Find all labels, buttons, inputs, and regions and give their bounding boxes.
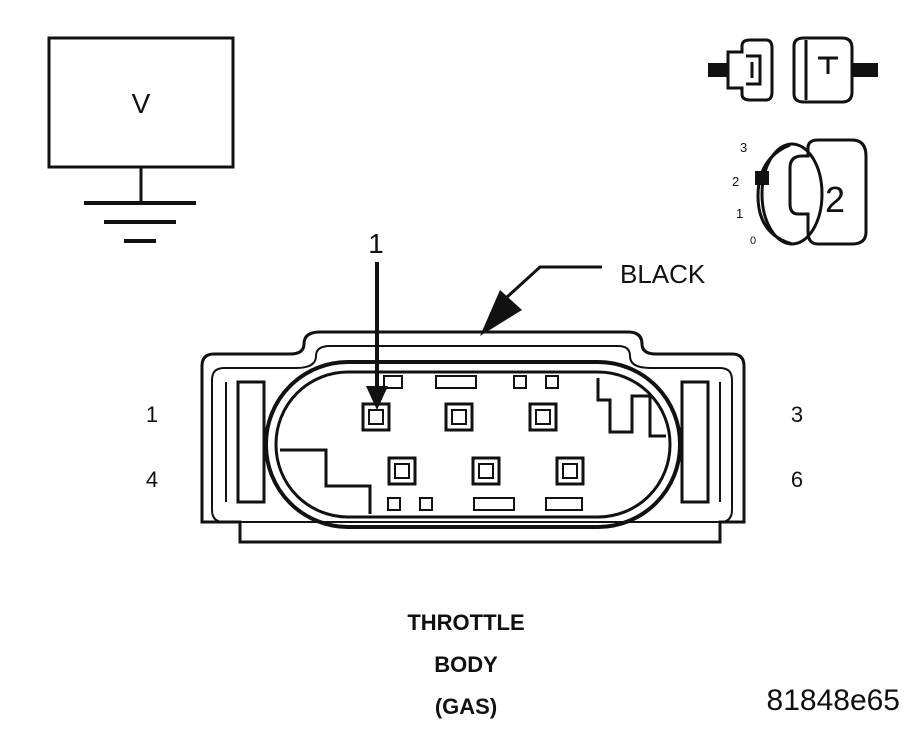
color-callout-label: BLACK [620, 259, 706, 289]
ignition-position-1: 1 [736, 206, 743, 221]
pin-cavity-4 [387, 456, 417, 486]
figure-id: 81848e65 [767, 684, 900, 717]
voltmeter-label: V [132, 88, 151, 119]
pin-label-1: 1 [146, 402, 158, 427]
pin-label-3: 3 [791, 402, 803, 427]
title-line-3: (GAS) [435, 694, 497, 719]
pin-cavity-6 [555, 456, 585, 486]
pin-label-4: 4 [146, 467, 158, 492]
pin-callout-label: 1 [368, 228, 384, 259]
color-callout: BLACK [480, 259, 706, 336]
pin-cavity-3 [528, 402, 558, 432]
ignition-switch-icon: 3 2 1 0 2 [732, 138, 868, 247]
title-line-2: BODY [434, 652, 498, 677]
ignition-position-3: 3 [740, 140, 747, 155]
ignition-position-2: 2 [732, 174, 739, 189]
ignition-selected-label: 2 [825, 179, 845, 220]
pin-label-6: 6 [791, 467, 803, 492]
connector-face [200, 330, 746, 544]
connector-disconnect-icon [708, 36, 878, 104]
pin-cavity-2 [444, 402, 474, 432]
ignition-position-0: 0 [750, 235, 756, 247]
voltmeter-symbol: V [47, 36, 235, 243]
pin-cavity-1 [361, 402, 391, 432]
component-title: THROTTLE BODY (GAS) [407, 610, 524, 719]
title-line-1: THROTTLE [407, 610, 524, 635]
ignition-marker [755, 171, 769, 185]
pin-cavity-5 [471, 456, 501, 486]
ground-icon [84, 167, 196, 243]
